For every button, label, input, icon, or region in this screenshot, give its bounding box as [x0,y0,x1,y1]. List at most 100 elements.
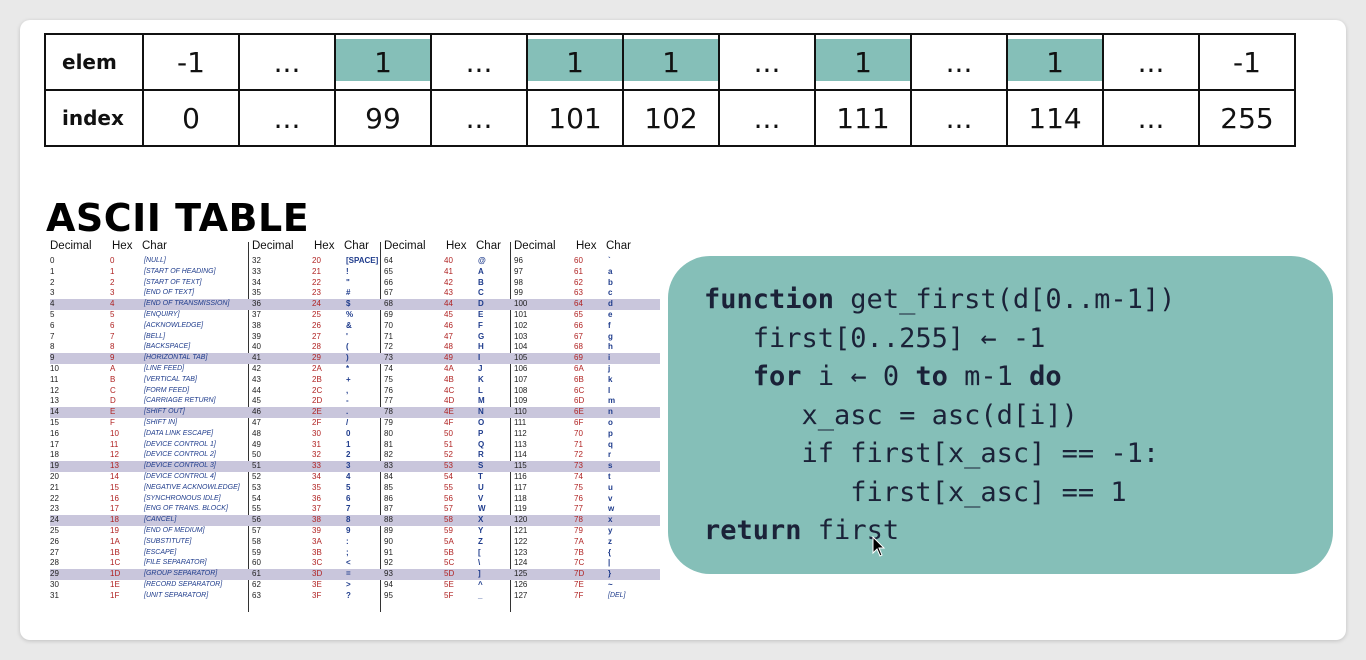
decimal-cell: 115 [514,461,527,471]
decimal-cell: 43 [252,374,261,384]
decimal-cell: 96 [514,256,523,265]
code-text: first[x_asc] == 1 [704,476,1127,508]
index-cell: ... [430,89,528,147]
char-cell: : [346,536,349,546]
decimal-cell: 82 [384,450,393,460]
hex-cell: 5E [444,580,454,589]
char-cell: q [608,439,613,449]
code-text: if first[x_asc] == -1: [704,438,1160,469]
char-cell: [FORM FEED] [144,386,190,394]
char-cell: 5 [346,482,351,492]
decimal-cell: 16 [50,428,59,438]
char-cell: ) [346,353,349,363]
hex-cell: 46 [444,320,453,330]
decimal-cell: 69 [384,310,393,319]
char-cell: ` [608,256,611,265]
hex-cell: B [110,374,116,384]
char-cell: n [608,407,613,417]
hex-cell: 15 [110,482,119,492]
decimal-cell: 62 [252,580,261,589]
char-cell: 8 [346,515,351,525]
hex-cell: 33 [312,461,321,471]
hex-cell: 23 [312,288,321,298]
char-cell: < [346,558,351,568]
hex-cell: 7C [574,558,585,568]
decimal-cell: 112 [514,428,527,438]
char-cell: R [478,450,484,460]
hex-cell: 38 [312,515,321,525]
hex-cell: 3A [312,536,322,546]
char-cell: = [346,569,351,579]
char-cell: [CARRIAGE RETURN] [144,397,216,405]
hex-cell: 4 [110,299,115,309]
decimal-cell: 74 [384,364,393,373]
char-cell: ^ [478,580,483,589]
decimal-cell: 8 [50,342,55,352]
char-cell: [ENQUIRY] [144,311,180,318]
char-cell: s [608,461,613,471]
hex-cell: 40 [444,256,453,265]
decimal-cell: 84 [384,472,393,481]
column-divider [380,242,381,612]
hex-cell: 62 [574,277,583,287]
hex-cell: 2E [312,407,322,417]
hex-cell: 69 [574,353,583,363]
hex-cell: 16 [110,493,119,503]
hex-cell: 47 [444,331,453,341]
index-cell: 101 [526,89,624,147]
index-cell: 102 [622,89,720,147]
ascii-column-header: Char [344,240,369,252]
decimal-cell: 122 [514,536,528,546]
hex-cell: 61 [574,266,583,276]
code-text: first [801,515,900,546]
hex-cell: 28 [312,342,321,352]
char-cell: & [346,320,352,330]
char-cell: M [478,396,485,406]
char-cell: o [608,418,613,427]
code-text: first[0..255] ← -1 [704,322,1046,354]
column-divider [510,242,511,612]
code-text: get_first(d[0..m-1]) [834,284,1176,315]
decimal-cell: 31 [50,590,59,600]
hex-cell: 6A [574,364,584,373]
decimal-cell: 123 [514,547,528,557]
decimal-cell: 121 [514,526,528,535]
hex-cell: 11 [110,439,119,449]
elem-cell: ... [1102,33,1200,91]
hex-cell: 3E [312,580,322,589]
hex-cell: 54 [444,472,453,481]
decimal-cell: 127 [514,590,528,600]
decimal-cell: 3 [50,288,55,298]
decimal-cell: 66 [384,277,393,287]
hex-cell: A [110,364,116,373]
char-cell: _ [478,590,483,600]
hex-cell: 43 [444,288,453,298]
char-cell: [END OF MEDIUM] [144,527,205,534]
hex-cell: 27 [312,331,321,341]
hex-cell: 5F [444,590,454,600]
decimal-cell: 88 [384,515,393,525]
pseudocode-box: function get_first(d[0..m-1]) first[0..2… [668,256,1333,574]
char-cell: c [608,288,613,298]
decimal-cell: 53 [252,482,261,492]
code-line: first[x_asc] == 1 [704,476,1127,508]
char-cell: % [346,310,354,319]
mouse-pointer-icon [872,536,886,557]
decimal-cell: 86 [384,493,393,503]
hex-cell: 3C [312,558,323,568]
code-line: function get_first(d[0..m-1]) [704,284,1175,315]
char-cell: @ [478,256,486,265]
char-cell: \ [478,558,481,568]
hex-cell: 77 [574,504,583,514]
decimal-cell: 67 [384,288,393,298]
hex-cell: D [110,396,116,406]
hex-cell: 22 [312,277,321,287]
hex-cell: F [110,418,115,427]
hex-cell: 7 [110,331,115,341]
char-cell: [DEL] [608,591,626,599]
